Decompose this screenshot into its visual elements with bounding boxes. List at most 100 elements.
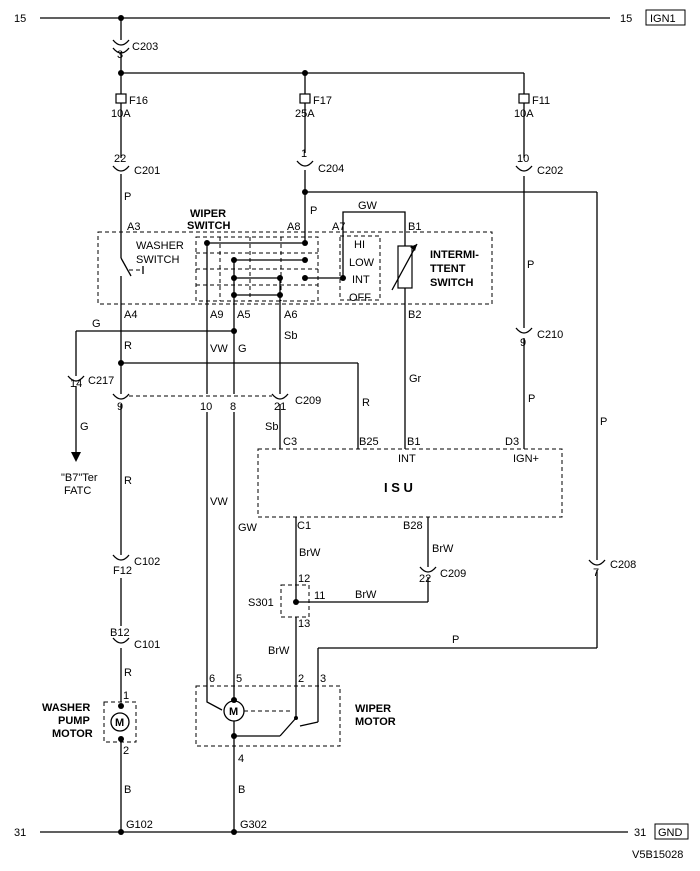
bottom-rail: 31 31 GND G102 G302 bbox=[14, 819, 689, 840]
svg-text:SWITCH: SWITCH bbox=[430, 277, 473, 289]
rail-bottom-right-label: 31 bbox=[634, 827, 646, 839]
svg-text:GW: GW bbox=[238, 522, 258, 534]
rail-top-right-label: 15 bbox=[620, 13, 632, 25]
fuse-f11: F11 10A bbox=[514, 73, 550, 158]
rail-top-left-label: 15 bbox=[14, 13, 26, 25]
svg-text:BrW: BrW bbox=[299, 547, 321, 559]
svg-text:A7: A7 bbox=[332, 221, 345, 233]
c210-connector: 9 C210 bbox=[515, 327, 563, 349]
svg-text:13: 13 bbox=[298, 618, 310, 630]
svg-text:MOTOR: MOTOR bbox=[52, 728, 93, 740]
svg-text:R: R bbox=[124, 475, 132, 487]
rail-bottom-left-label: 31 bbox=[14, 827, 26, 839]
svg-text:P: P bbox=[124, 191, 131, 203]
svg-text:BrW: BrW bbox=[355, 589, 377, 601]
svg-text:SWITCH: SWITCH bbox=[136, 254, 179, 266]
svg-text:1: 1 bbox=[123, 690, 129, 702]
svg-text:PUMP: PUMP bbox=[58, 715, 90, 727]
svg-text:OFF: OFF bbox=[349, 292, 371, 304]
svg-text:22: 22 bbox=[114, 153, 126, 165]
c201-connector: 22 C201 bbox=[112, 153, 160, 177]
svg-text:TTENT: TTENT bbox=[430, 263, 466, 275]
svg-text:C202: C202 bbox=[537, 165, 563, 177]
svg-text:Sb: Sb bbox=[265, 421, 278, 433]
svg-text:A9: A9 bbox=[210, 309, 223, 321]
svg-text:A6: A6 bbox=[284, 309, 297, 321]
document-id: V5B15028 bbox=[632, 849, 683, 861]
washer-pump-motor: M 1 2 WASHER PUMP MOTOR bbox=[42, 690, 137, 757]
svg-text:R: R bbox=[124, 340, 132, 352]
svg-text:10A: 10A bbox=[514, 108, 534, 120]
svg-text:C203: C203 bbox=[132, 41, 158, 53]
top-rail: 15 15 IGN1 bbox=[14, 9, 686, 26]
svg-text:F12: F12 bbox=[113, 565, 132, 577]
svg-text:14: 14 bbox=[70, 378, 82, 390]
ign1-tag-box bbox=[645, 9, 686, 26]
c217-connector: 14 C217 G "B7"Ter FATC bbox=[61, 375, 114, 497]
svg-text:10A: 10A bbox=[111, 108, 131, 120]
svg-text:G: G bbox=[238, 343, 247, 355]
svg-text:INTERMI-: INTERMI- bbox=[430, 249, 479, 261]
svg-text:10: 10 bbox=[517, 153, 529, 165]
svg-text:3: 3 bbox=[320, 673, 326, 685]
svg-text:Gr: Gr bbox=[409, 373, 422, 385]
svg-text:P: P bbox=[527, 259, 534, 271]
svg-text:P: P bbox=[452, 634, 459, 646]
c102-connector: F12 C102 bbox=[112, 554, 160, 577]
svg-text:WIPER: WIPER bbox=[355, 703, 391, 715]
off-page-ref: "B7"Ter bbox=[61, 472, 98, 484]
svg-text:F16: F16 bbox=[129, 95, 148, 107]
svg-text:7: 7 bbox=[593, 567, 599, 579]
fuse-f16: F16 10A bbox=[111, 73, 148, 158]
svg-text:11: 11 bbox=[314, 590, 325, 602]
c101-connector: B12 C101 bbox=[110, 627, 160, 651]
svg-text:6: 6 bbox=[209, 673, 215, 685]
svg-text:C209: C209 bbox=[440, 568, 466, 580]
c202-connector: 10 C202 bbox=[515, 153, 563, 177]
ground-g302: G302 bbox=[240, 819, 267, 831]
svg-text:G: G bbox=[92, 318, 101, 330]
washer-switch-label: WASHER bbox=[136, 240, 184, 252]
svg-text:A8: A8 bbox=[287, 221, 300, 233]
svg-text:C101: C101 bbox=[134, 639, 160, 651]
svg-text:B1: B1 bbox=[408, 221, 421, 233]
svg-text:VW: VW bbox=[210, 343, 228, 355]
svg-text:C209: C209 bbox=[295, 395, 321, 407]
isu-label: I S U bbox=[384, 480, 413, 495]
wiper-motor: 6 5 2 3 4 WIPER MOTOR M bbox=[195, 673, 396, 765]
svg-text:2: 2 bbox=[298, 673, 304, 685]
svg-text:C3: C3 bbox=[283, 436, 297, 448]
c208-connector: 7 C208 bbox=[588, 559, 636, 579]
svg-text:B1: B1 bbox=[407, 436, 420, 448]
svg-text:M: M bbox=[229, 706, 238, 718]
wiper-switch: WIPER SWITCH A3 A8 A7 B1 WASHER SWITCH bbox=[97, 208, 493, 321]
svg-text:S301: S301 bbox=[248, 597, 274, 609]
splice-s301: S301 12 11 13 BrW bbox=[248, 573, 428, 630]
svg-text:B12: B12 bbox=[110, 627, 130, 639]
svg-text:P: P bbox=[528, 393, 535, 405]
svg-text:SWITCH: SWITCH bbox=[187, 220, 230, 232]
svg-text:4: 4 bbox=[238, 753, 244, 765]
svg-text:9: 9 bbox=[117, 401, 123, 413]
svg-text:3: 3 bbox=[117, 49, 123, 61]
svg-text:G: G bbox=[80, 421, 89, 433]
ign1-tag: IGN1 bbox=[650, 13, 676, 25]
svg-text:A3: A3 bbox=[127, 221, 140, 233]
svg-text:GW: GW bbox=[358, 200, 378, 212]
svg-text:FATC: FATC bbox=[64, 485, 91, 497]
gnd-tag: GND bbox=[658, 827, 683, 839]
c209-connector: 9 10 8 21 C209 bbox=[112, 393, 321, 413]
svg-text:9: 9 bbox=[520, 337, 526, 349]
svg-text:IGN+: IGN+ bbox=[513, 453, 539, 465]
svg-text:M: M bbox=[115, 717, 124, 729]
c209-low-connector: 22 C209 bbox=[419, 566, 466, 585]
svg-text:C210: C210 bbox=[537, 329, 563, 341]
svg-text:INT: INT bbox=[398, 453, 416, 465]
svg-text:P: P bbox=[310, 205, 317, 217]
svg-text:R: R bbox=[362, 397, 370, 409]
svg-text:F17: F17 bbox=[313, 95, 332, 107]
svg-text:C217: C217 bbox=[88, 375, 114, 387]
svg-text:BrW: BrW bbox=[432, 543, 454, 555]
svg-text:C204: C204 bbox=[318, 163, 344, 175]
svg-text:22: 22 bbox=[419, 573, 431, 585]
